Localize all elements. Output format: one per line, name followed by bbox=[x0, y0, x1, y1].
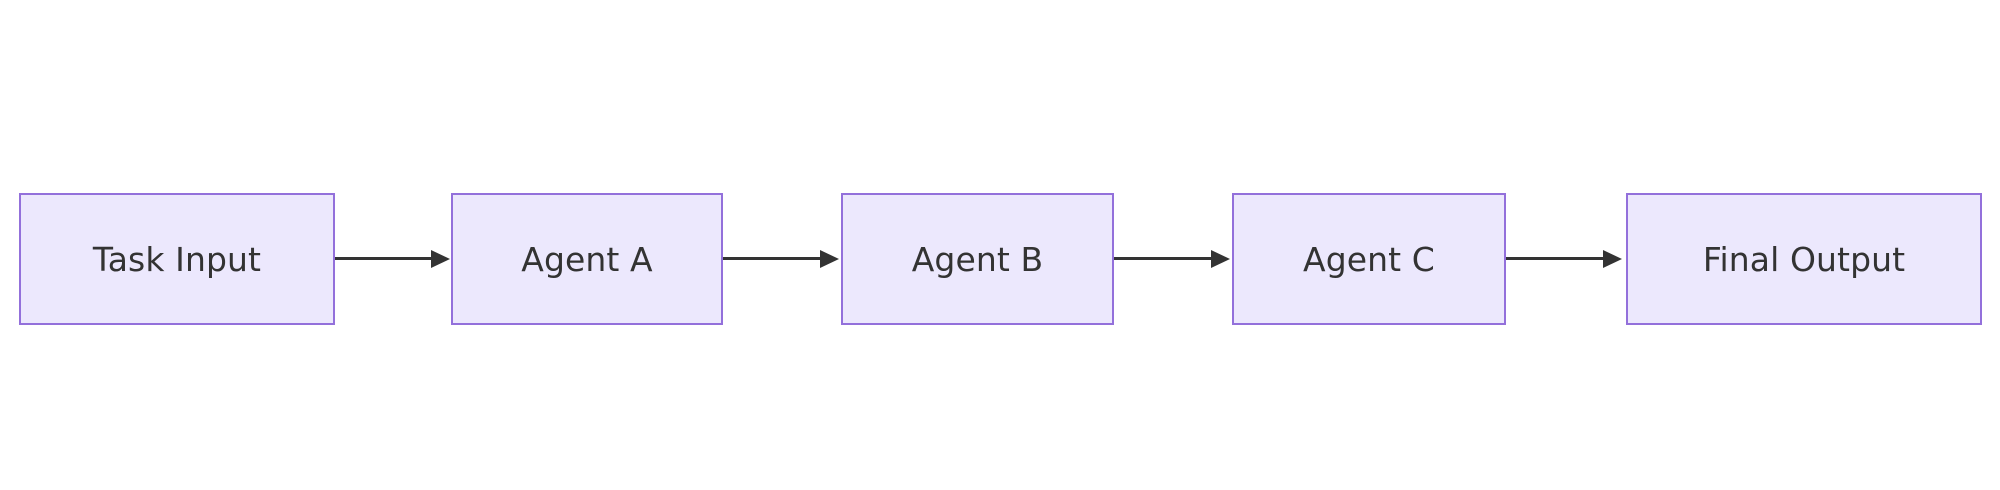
edge-agent-a-agent-b-line bbox=[722, 257, 823, 260]
node-task-input-label: Task Input bbox=[92, 239, 262, 279]
node-agent-a[interactable]: Agent A bbox=[451, 193, 723, 325]
node-task-input[interactable]: Task Input bbox=[19, 193, 335, 325]
edge-agent-c-final-output-line bbox=[1505, 257, 1606, 260]
node-agent-c-label: Agent C bbox=[1303, 239, 1435, 279]
edge-agent-b-agent-c-arrowhead-icon bbox=[1211, 249, 1230, 268]
edge-task-input-agent-a-line bbox=[334, 257, 434, 260]
node-agent-c[interactable]: Agent C bbox=[1232, 193, 1506, 325]
edge-agent-b-agent-c-line bbox=[1113, 257, 1213, 260]
node-agent-b[interactable]: Agent B bbox=[841, 193, 1114, 325]
node-final-output[interactable]: Final Output bbox=[1626, 193, 1982, 325]
edge-task-input-agent-a-arrowhead-icon bbox=[431, 249, 450, 268]
edge-agent-c-final-output-arrowhead-icon bbox=[1603, 249, 1622, 268]
node-agent-b-label: Agent B bbox=[911, 239, 1044, 279]
node-final-output-label: Final Output bbox=[1702, 239, 1906, 279]
node-agent-a-label: Agent A bbox=[521, 239, 653, 279]
edge-agent-a-agent-b-arrowhead-icon bbox=[820, 249, 839, 268]
